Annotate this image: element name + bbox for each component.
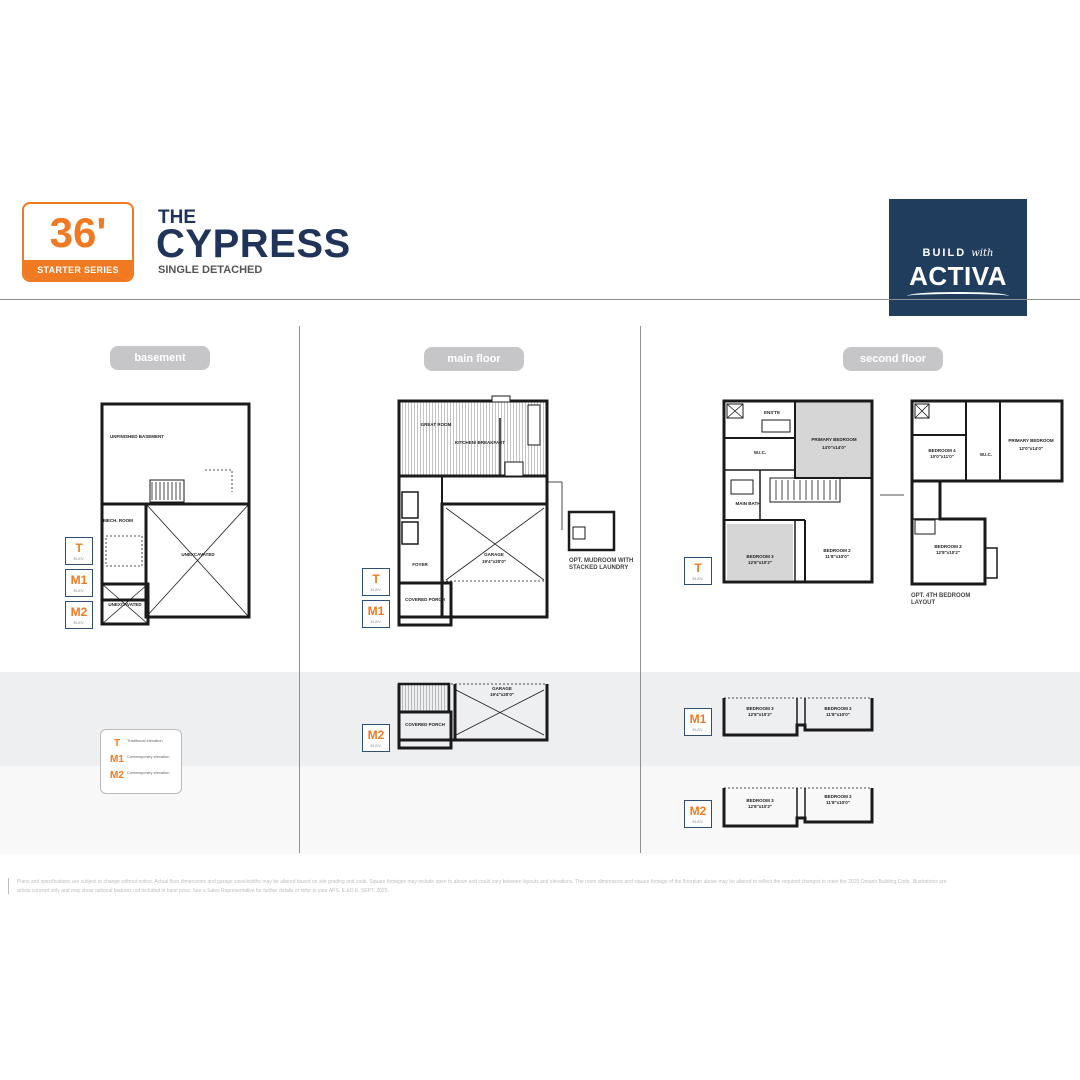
section-second-floor: second floor — [843, 347, 943, 371]
label-bedroom4-size: 10'0"x11'0" — [930, 454, 954, 459]
label-bedroom3-m1-size: 12'8"x10'2" — [748, 712, 772, 717]
label-main-bath: MAIN BATH — [736, 501, 761, 506]
label-garage-m2-size: 19'4"x20'0" — [490, 692, 514, 697]
label-bedroom3-size: 12'8"x10'2" — [748, 560, 772, 565]
label-bedroom3: BEDROOM 3 — [746, 554, 774, 559]
label-garage-m2: GARAGE — [492, 686, 512, 691]
label-wic: W.I.C. — [754, 450, 766, 455]
series-badge: 36' STARTER SERIES — [22, 202, 134, 282]
title-prefix: THE — [158, 207, 196, 228]
label-bedroom3-m2: BEDROOM 3 — [746, 798, 774, 803]
label-kitchen: KITCHEN/ BREAKFAST — [455, 440, 505, 445]
label-unfinished-basement: UNFINISHED BASEMENT — [110, 434, 164, 439]
label-bedroom2-m1: BEDROOM 2 — [824, 706, 852, 711]
label-primary-bedroom-size: 14'0"x14'0" — [822, 445, 846, 450]
label-wic-alt: W.I.C. — [980, 452, 992, 457]
label-unexcavated-small: UNEXCAVATED — [108, 602, 142, 607]
section-main-floor: main floor — [424, 347, 524, 371]
caption-4th-bedroom: OPT. 4TH BEDROOM LAYOUT — [911, 593, 971, 606]
label-bedroom3-m2-size: 12'8"x10'2" — [748, 804, 772, 809]
second-floor-m1-partial — [722, 697, 874, 737]
second-floor-m2-partial — [722, 787, 874, 828]
label-great-room: GREAT ROOM — [421, 422, 452, 427]
label-primary-bedroom-alt: PRIMARY BEDROOM — [1008, 438, 1054, 443]
label-bedroom2-m2: BEDROOM 2 — [824, 794, 852, 799]
caption-mudroom: OPT. MUDROOM WITH STACKED LAUNDRY — [569, 558, 634, 571]
label-primary-bedroom-alt-size: 12'0"x14'0" — [1019, 446, 1043, 451]
main-floor-m2-partial — [397, 682, 549, 750]
label-bedroom2-m2-size: 11'8"x10'0" — [826, 800, 850, 805]
label-foyer: FOYER — [412, 562, 428, 567]
label-bedroom2-size: 11'8"x10'0" — [825, 554, 849, 559]
basement-plan — [100, 402, 251, 626]
label-bedroom3-alt: BEDROOM 3 — [934, 544, 962, 549]
logo-swoosh — [907, 292, 1009, 300]
label-bedroom2: BEDROOM 2 — [823, 548, 851, 553]
disclaimer: Plans and specifications are subject to … — [17, 879, 947, 894]
main-floor-plan — [397, 395, 616, 627]
label-bedroom2-m1-size: 11'8"x10'0" — [826, 712, 850, 717]
activa-logo: BUILD with ACTIVA — [889, 199, 1027, 316]
logo-name: ACTIVA — [909, 261, 1007, 291]
column-divider — [299, 326, 300, 853]
footer-bar — [8, 878, 9, 894]
label-bedroom3-alt-size: 12'8"x10'2" — [936, 550, 960, 555]
label-garage: GARAGE — [484, 552, 504, 557]
logo-build-text: BUILD with — [922, 247, 994, 259]
section-basement: basement — [110, 346, 210, 370]
label-bedroom3-m1: BEDROOM 3 — [746, 706, 774, 711]
label-bedroom4: BEDROOM 4 — [928, 448, 956, 453]
header-divider — [0, 299, 1080, 300]
page-subtitle: SINGLE DETACHED — [158, 264, 263, 276]
label-covered-porch-m2: COVERED PORCH — [405, 722, 445, 727]
label-ensuite: ENS'TE — [764, 410, 780, 415]
page-title: CYPRESS — [156, 222, 351, 266]
label-garage-size: 19'4"x20'0" — [482, 559, 506, 564]
label-covered-porch: COVERED PORCH — [405, 597, 445, 602]
series-label: STARTER SERIES — [24, 260, 132, 280]
label-unexcavated: UNEXCAVATED — [181, 552, 215, 557]
column-divider — [640, 326, 641, 853]
label-mech: MECH. ROOM — [103, 518, 133, 523]
label-primary-bedroom: PRIMARY BEDROOM — [811, 437, 857, 442]
series-number: 36' — [49, 209, 107, 256]
second-floor-plan — [722, 399, 1064, 586]
